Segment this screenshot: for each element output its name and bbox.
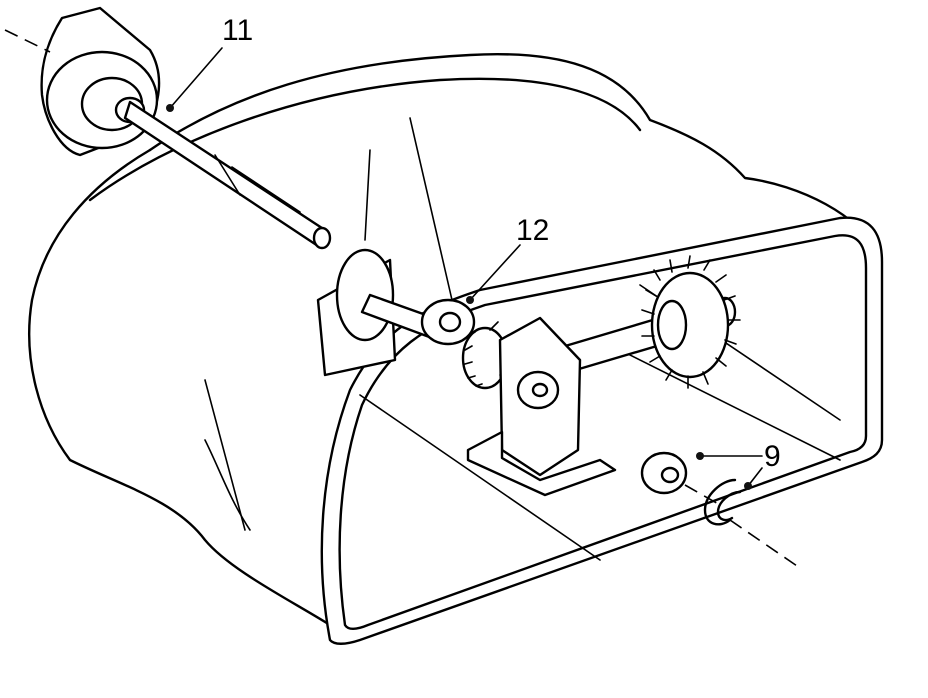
washer-9	[640, 451, 688, 495]
leader-lines	[166, 47, 763, 490]
spur-gear	[641, 255, 741, 389]
center-lines	[4, 29, 801, 569]
callout-12: 12	[516, 214, 549, 247]
housing-shell	[28, 53, 882, 627]
motor-assembly	[40, 6, 161, 157]
washer-12	[420, 298, 476, 346]
retaining-clip	[703, 478, 742, 526]
drive-shaft	[123, 100, 442, 340]
housing-front-frame	[320, 216, 884, 645]
callout-9: 9	[764, 440, 781, 473]
bearing-block	[466, 316, 617, 497]
callout-11: 11	[222, 14, 253, 47]
